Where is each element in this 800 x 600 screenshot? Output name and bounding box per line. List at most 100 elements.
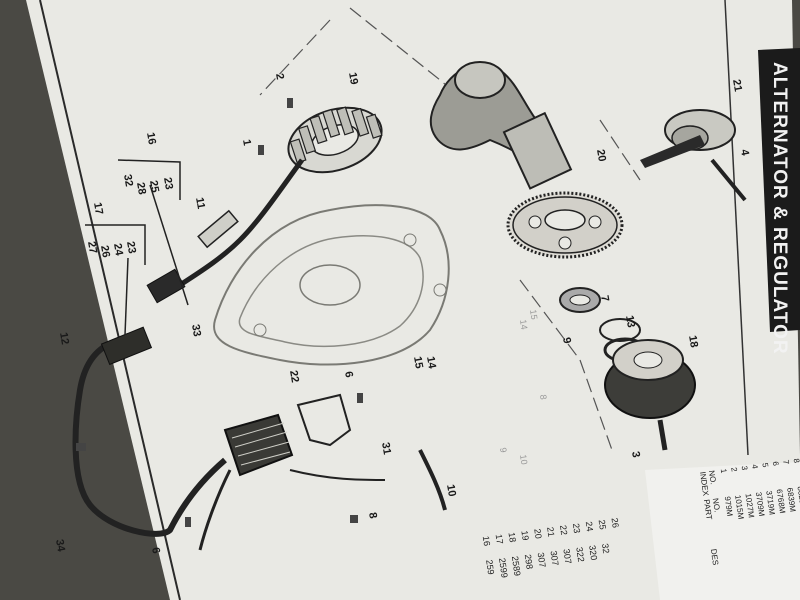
leader <box>124 257 129 336</box>
crankshaft <box>429 61 573 190</box>
pole <box>322 108 341 138</box>
table-part-cell: 8629K <box>795 486 800 511</box>
stator <box>287 106 383 174</box>
margin-note: 15 <box>528 309 539 320</box>
stator-poles <box>289 106 383 164</box>
callout-27: 27 <box>85 240 99 254</box>
frame-left-line <box>39 0 181 600</box>
table-part-cell: 6768M <box>775 489 787 515</box>
group-bracket-16 <box>117 159 181 200</box>
table-header-part-sub: NO. <box>711 498 722 513</box>
continuation-part-cell: 32 <box>600 543 611 554</box>
callout-6b: 6 <box>149 546 162 554</box>
continuation-part-cell: 320 <box>587 545 599 561</box>
starter-ring-gear <box>506 191 624 259</box>
group-bracket-17 <box>85 224 146 265</box>
callout-10: 10 <box>444 483 458 497</box>
continuation-index-cell: 18 <box>507 532 518 543</box>
cover-inner <box>238 235 424 348</box>
cover-bolt-hole <box>433 283 447 297</box>
table-index-column: 123456789101112131415 <box>719 458 800 474</box>
guide-line <box>259 19 331 96</box>
guide-line <box>599 119 641 181</box>
page-heading: ALTERNATOR & REGULATOR <box>769 62 790 355</box>
callout-23b: 23 <box>124 240 138 254</box>
stator-wire <box>178 158 305 288</box>
ring-gear-hole <box>588 215 602 229</box>
callout-7: 7 <box>598 294 611 302</box>
mounting-bracket <box>296 393 352 447</box>
table-part-cell: 6839M <box>785 487 797 513</box>
table-index-cell: 3 <box>740 465 750 471</box>
rotor <box>604 339 696 419</box>
screw-1 <box>258 145 264 155</box>
table-part-column: 979M1015M1027M3709M3719M6768M6839M8629K1… <box>723 486 800 521</box>
continuation-part-cell: 307 <box>561 548 573 564</box>
callout-20: 20 <box>594 148 608 162</box>
table-index-cell: 5 <box>760 462 770 468</box>
fin <box>234 431 288 448</box>
pole <box>365 113 383 139</box>
continuation-index-cell: 23 <box>571 523 582 534</box>
callout-24: 24 <box>111 242 125 257</box>
cover-bolt-hole <box>253 323 267 337</box>
continuation-index-cell: 21 <box>545 526 556 537</box>
continuation-index-cell: 26 <box>610 517 621 528</box>
leader <box>149 184 189 306</box>
callouts: 1 2 3 4 6 6 7 8 9 10 11 12 13 14 15 16 1… <box>53 71 751 554</box>
continuation-index-cell: 16 <box>481 535 492 546</box>
callout-18: 18 <box>686 334 700 348</box>
continuation-part-cell: 259 <box>484 559 496 575</box>
callout-8: 8 <box>366 511 379 519</box>
pole <box>309 115 328 145</box>
margin-note: 14 <box>518 319 529 330</box>
table-part-cell: 979M <box>723 496 735 517</box>
bolt-4 <box>710 158 747 202</box>
ground-wire <box>289 469 386 481</box>
table-index-cell: 4 <box>750 464 760 470</box>
heading-bar <box>758 48 800 332</box>
fin <box>237 441 290 457</box>
callout-28: 28 <box>134 181 148 195</box>
screw-6b <box>185 517 191 527</box>
bearing-bore <box>569 294 591 306</box>
continuation-part-cell: 298 <box>523 554 535 570</box>
ring-gear-hole <box>558 236 572 250</box>
cover-boss <box>299 264 361 306</box>
crank-shaft <box>502 111 573 190</box>
callout-3: 3 <box>629 450 642 458</box>
continuation-index-cell: 25 <box>597 519 608 530</box>
continuation-part-cell: 2599 <box>497 557 510 578</box>
margin-notes: 15 14 8 9 10 <box>498 309 549 465</box>
pole <box>351 107 370 137</box>
callout-15: 15 <box>411 355 425 369</box>
fin <box>231 422 285 439</box>
table-header-index-sub: NO. <box>707 470 718 485</box>
callout-14: 14 <box>424 355 438 370</box>
pole <box>297 125 317 155</box>
table-index-cell: 2 <box>729 467 739 473</box>
callout-34: 34 <box>53 538 67 553</box>
regulator-fins <box>231 422 291 466</box>
continuation-part-cell: 307 <box>548 550 560 566</box>
table-index-cell: 7 <box>781 459 791 465</box>
callout-22: 22 <box>287 369 301 383</box>
cover <box>213 204 450 366</box>
callout-31: 31 <box>379 441 393 455</box>
callout-4: 4 <box>738 148 751 157</box>
cover-bolt-hole <box>403 233 417 247</box>
callout-21: 21 <box>730 78 744 92</box>
table-header-des: DES <box>709 548 720 566</box>
callout-23a: 23 <box>161 176 175 190</box>
continuation-index-cell: 20 <box>532 528 543 539</box>
margin-note: 8 <box>538 394 549 400</box>
table-part-cell: 1027M <box>744 493 756 519</box>
cover-outline <box>213 204 450 366</box>
regulator-harness <box>72 337 227 537</box>
rotor-hub <box>633 351 663 369</box>
callout-1: 1 <box>240 138 253 146</box>
